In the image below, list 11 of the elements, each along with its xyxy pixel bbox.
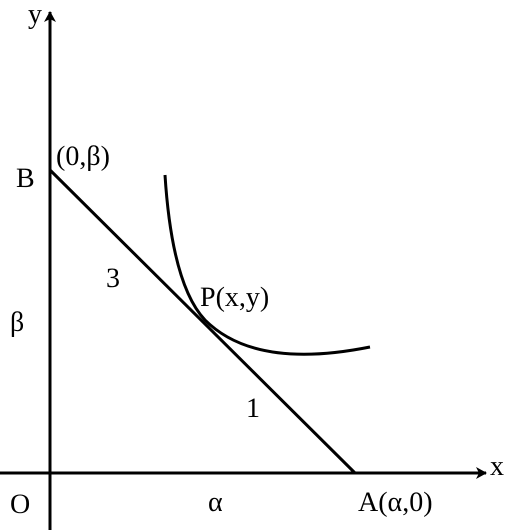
segment-label: α (208, 488, 223, 518)
point-label: B (16, 164, 35, 194)
segment-label: 3 (106, 264, 120, 294)
segment-label: 1 (246, 394, 260, 424)
segment-label: β (10, 308, 24, 338)
point-label: (0,β) (56, 142, 110, 172)
axis-label: x (490, 452, 504, 482)
point-label: P(x,y) (200, 283, 270, 313)
point-label: A(α,0) (358, 488, 433, 518)
axis-label: y (28, 0, 42, 30)
origin-label: O (10, 490, 30, 520)
